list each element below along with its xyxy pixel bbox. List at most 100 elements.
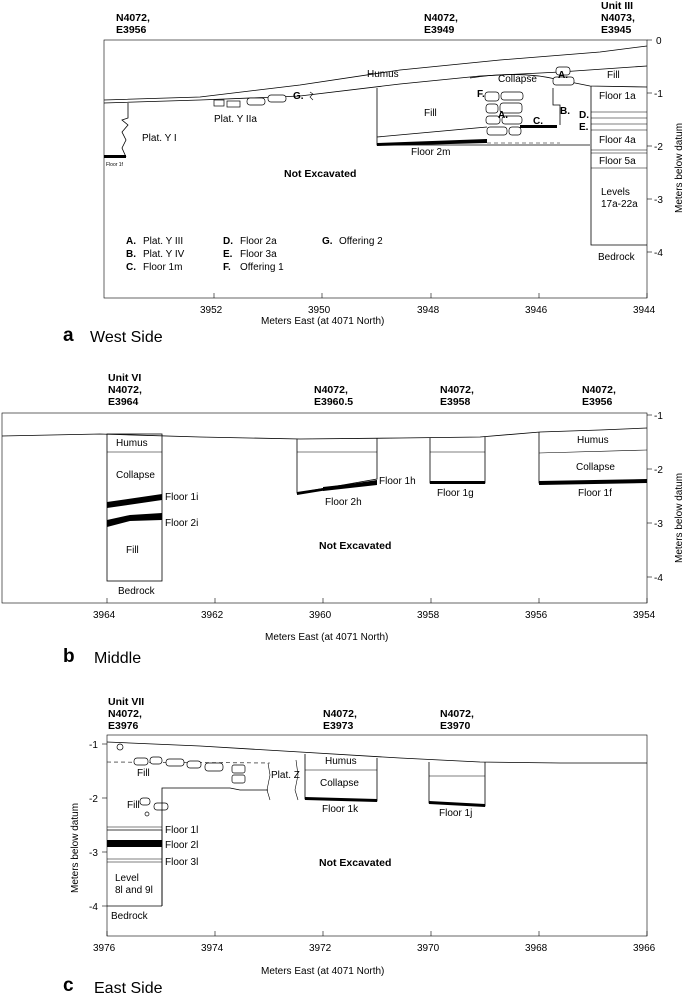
panel-a-west-side: N4072, E3956 N4072, E3949 Unit III N4073…	[63, 0, 685, 346]
svg-text:E.: E.	[223, 249, 233, 260]
x-tick: 3958	[417, 610, 440, 621]
layer-label: Floor 2i	[165, 518, 198, 529]
x-tick: 3970	[417, 943, 440, 954]
panel-title-c: East Side	[94, 980, 163, 997]
layer-label: Collapse	[116, 470, 155, 481]
layer-label: Floor 5a	[599, 156, 636, 167]
floor-1i-band	[107, 494, 162, 508]
unit-label-a3-l1: Unit III	[601, 0, 633, 12]
svg-text:Offering 2: Offering 2	[339, 236, 383, 247]
plat-y-iii-stones	[484, 91, 524, 136]
layer-label: Collapse	[320, 778, 359, 789]
svg-text:Offering 1: Offering 1	[240, 262, 284, 273]
floor-2l-band	[107, 840, 162, 847]
not-excavated-c: Not Excavated	[319, 857, 391, 869]
ground-surface-a	[103, 45, 648, 101]
layer-label: Floor 1k	[322, 804, 359, 815]
panel-title-a: West Side	[90, 329, 163, 346]
y-tick: -1	[654, 411, 663, 422]
stone	[246, 97, 266, 106]
x-tick: 3954	[633, 610, 656, 621]
unit-label-c3-l2: N4072,	[440, 708, 474, 720]
plat-z-wall	[266, 762, 271, 801]
unit-label-b2-l3: E3960.5	[314, 396, 353, 408]
marker: A.	[558, 70, 568, 81]
y-tick: -1	[654, 89, 663, 100]
unit-label-c2-l2: N4072,	[323, 708, 357, 720]
svg-text:Plat. Y IV: Plat. Y IV	[143, 249, 185, 260]
layer-label: Bedrock	[598, 252, 636, 263]
unit-label-a1-l2: N4072,	[116, 12, 150, 24]
fill-dashed-c	[106, 761, 271, 764]
x-tick: 3972	[309, 943, 332, 954]
panel-c-frame	[106, 734, 648, 937]
x-tick: 3968	[525, 943, 548, 954]
layer-label: 17a-22a	[601, 199, 638, 210]
x-tick: 3946	[525, 305, 548, 316]
y-axis-label-b: Meters below datum	[674, 473, 685, 563]
layer-label: Plat. Y IIa	[214, 114, 257, 125]
layer-label: Floor 1f	[106, 162, 124, 168]
panel-letter-b: b	[63, 646, 75, 667]
x-axis-a: 3952 3950 3948 3946 3944	[200, 293, 656, 316]
offering-2-marker	[309, 91, 314, 101]
y-axis-c: -1 -2 -3 -4	[89, 740, 107, 913]
fill-stones-c	[116, 743, 246, 817]
panel-title-b: Middle	[94, 650, 141, 667]
y-tick: -2	[654, 142, 663, 153]
stone	[226, 100, 241, 108]
marker: G.	[293, 91, 304, 102]
y-tick: -4	[654, 573, 663, 584]
stone	[213, 99, 225, 107]
unit-label-c2-l3: E3973	[323, 720, 354, 732]
x-tick: 3966	[633, 943, 656, 954]
panel-letter-a: a	[63, 325, 74, 346]
unit-label-a2-l3: E3949	[424, 24, 455, 36]
layer-label: Fill	[127, 800, 140, 811]
layer-label: Floor 2l	[165, 840, 198, 851]
plat-y-i-wall	[121, 103, 129, 158]
marker: C.	[533, 116, 543, 127]
panel-c-east-side: Unit VII N4072, E3976 N4072, E3973 N4072…	[63, 696, 656, 997]
x-tick: 3964	[93, 610, 116, 621]
unit-label-a1-l3: E3956	[116, 24, 147, 36]
layer-label: Plat. Z	[271, 770, 300, 781]
unit-label-a3-l3: E3945	[601, 24, 632, 36]
floor-2m-band	[377, 139, 487, 146]
layer-label: Floor 1h	[379, 476, 416, 487]
unit-label-a2-l2: N4072,	[424, 12, 458, 24]
y-axis-label-a: Meters below datum	[674, 123, 685, 213]
layer-label: Fill	[126, 545, 139, 556]
y-tick: -2	[654, 465, 663, 476]
trench-e3970	[428, 762, 486, 807]
layer-label: Floor 2h	[325, 497, 362, 508]
marker: E.	[579, 122, 589, 133]
unit-label-b3-l3: E3958	[440, 396, 471, 408]
ground-surface-c	[106, 741, 647, 764]
panel-letter-c: c	[63, 975, 74, 996]
unit-label-b1-l3: E3964	[108, 396, 139, 408]
panel-b-frame	[1, 412, 648, 604]
humus-base-b4	[538, 449, 648, 454]
layer-label: Bedrock	[111, 911, 149, 922]
marker: B.	[560, 106, 570, 117]
layer-label: Level	[115, 873, 139, 884]
x-axis-b: 3964 3962 3960 3958 3956 3954	[93, 598, 656, 621]
layer-label: Collapse	[498, 74, 537, 85]
stone	[267, 94, 287, 103]
svg-text:Floor 1m: Floor 1m	[143, 262, 182, 273]
x-axis-label-a: Meters East (at 4071 North)	[261, 316, 384, 327]
layer-label: Floor 1i	[165, 492, 198, 503]
x-tick: 3952	[200, 305, 223, 316]
layer-label: Collapse	[576, 462, 615, 473]
x-tick: 3974	[201, 943, 224, 954]
layer-label: Humus	[325, 756, 357, 767]
unit-label-c1-l3: E3976	[108, 720, 139, 732]
unit-label-b1-l2: N4072,	[108, 384, 142, 396]
layer-label: Bedrock	[118, 586, 156, 597]
unit-label-c3-l3: E3970	[440, 720, 471, 732]
layer-label: Floor 1g	[437, 488, 474, 499]
unit-label-a3-l2: N4073,	[601, 12, 635, 24]
y-tick: -3	[654, 195, 663, 206]
trench-e3945-outline	[590, 86, 647, 246]
